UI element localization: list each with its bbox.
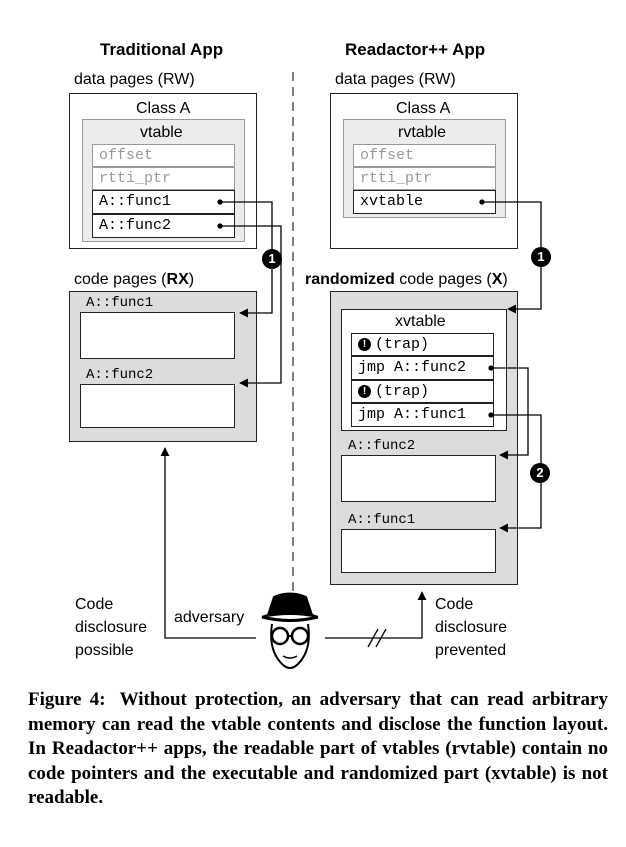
traditional-vtable-row-func2: A::func2	[92, 214, 235, 238]
traditional-vtable-row-func1: A::func1	[92, 190, 235, 214]
traditional-func2-label: A::func2	[86, 367, 154, 383]
xvtable-row-jmp-func2: jmp A::func2	[351, 356, 494, 380]
readactor-rvtable-row-xvtable: xvtable	[353, 190, 496, 214]
right-disclosure-arrow	[325, 591, 427, 648]
right-note-line-1: Code	[435, 596, 474, 613]
right-note-line-3: prevented	[435, 642, 507, 659]
xvtable-label: xvtable	[395, 313, 446, 330]
left-note-line-2: disclosure	[75, 619, 148, 636]
xvtable-row-jmp-func1: jmp A::func1	[351, 403, 494, 427]
readactor-func2-label: A::func2	[348, 438, 416, 454]
readactor-class-label: Class A	[396, 100, 451, 117]
jmp-func2-pointer	[488, 365, 529, 460]
traditional-func2-block	[80, 384, 235, 428]
traditional-code-pages-label: code pages (RX)	[74, 271, 195, 288]
left-disclosure-arrow	[160, 447, 256, 639]
readactor-data-pages-label: data pages (RW)	[335, 71, 456, 88]
readactor-rvtable-label: rvtable	[398, 124, 447, 141]
trap-icon: !	[358, 338, 371, 351]
readactor-func2-block	[341, 455, 496, 502]
trap-icon: !	[358, 385, 371, 398]
caption-text: Without protection, an adversary that ca…	[28, 689, 608, 808]
step-badge-1-left: 1	[262, 249, 282, 269]
traditional-vtable-label: vtable	[140, 124, 183, 141]
readactor-func1-label: A::func1	[348, 512, 416, 528]
figure-number: Figure 4:	[28, 689, 106, 710]
traditional-vtable-row-rtti: rtti_ptr	[92, 167, 235, 190]
traditional-func2-pointer	[217, 223, 282, 388]
readactor-title: Readactor++ App	[345, 40, 486, 59]
left-note-line-1: Code	[75, 596, 114, 613]
figure-caption: Figure 4:Without protection, an adversar…	[28, 688, 608, 811]
traditional-title: Traditional App	[100, 40, 224, 59]
left-note-line-3: possible	[75, 642, 134, 659]
xvtable-row-trap-2: !(trap)	[351, 380, 494, 403]
xvtable-row-trap-1: !(trap)	[351, 333, 494, 356]
adversary-icon	[261, 592, 319, 669]
step-badge-2: 2	[530, 463, 550, 483]
traditional-data-pages-label: data pages (RW)	[74, 71, 195, 88]
right-note-line-2: disclosure	[435, 619, 508, 636]
readactor-code-pages-label: randomized code pages (X)	[305, 271, 508, 288]
traditional-class-label: Class A	[136, 100, 191, 117]
readactor-rvtable-row-offset: offset	[353, 144, 496, 167]
readactor-func1-block	[341, 529, 496, 573]
traditional-func1-label: A::func1	[86, 295, 154, 311]
traditional-func1-block	[80, 312, 235, 359]
adversary-label: adversary	[174, 609, 245, 626]
traditional-vtable-row-offset: offset	[92, 144, 235, 167]
readactor-rvtable-row-rtti: rtti_ptr	[353, 167, 496, 190]
step-badge-1-right: 1	[531, 247, 551, 267]
